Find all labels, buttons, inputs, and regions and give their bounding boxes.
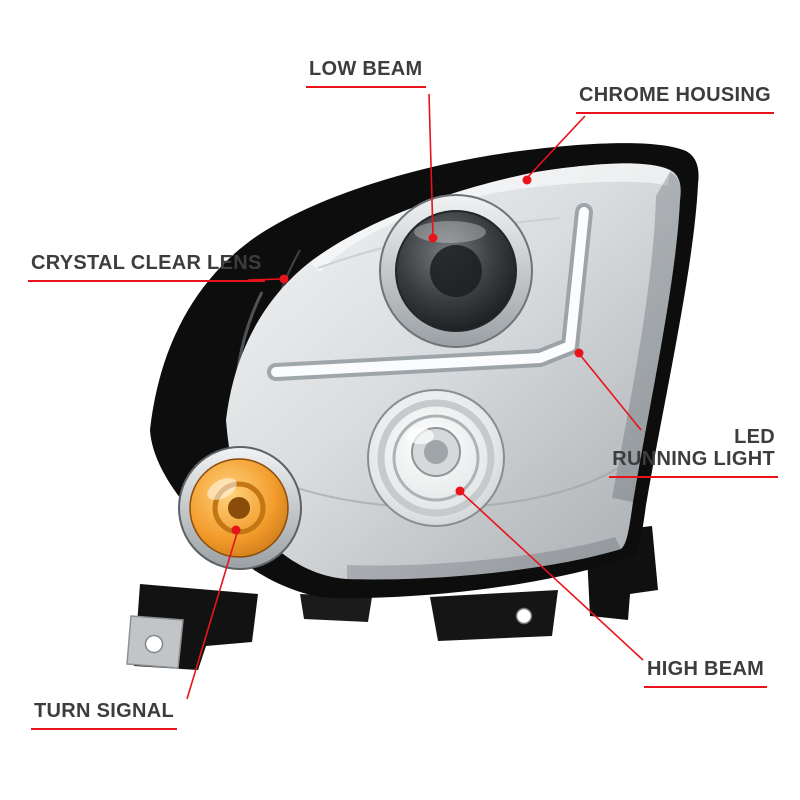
- low-beam-pointer-dot: [428, 233, 438, 243]
- callout-label-low-beam: LOW BEAM: [306, 58, 426, 88]
- housing-inner-shade-right: [612, 172, 681, 502]
- projector-highlight: [414, 221, 486, 243]
- lens-reflection-highlight: [310, 163, 670, 272]
- callout-label-line-2: RUNNING LIGHT: [612, 448, 775, 470]
- mounting-tab-bottom-left: [300, 594, 372, 622]
- callout-label-turn-signal: TURN SIGNAL: [31, 700, 177, 730]
- bracket-bolt-hole: [144, 634, 164, 654]
- turn-signal-lens: [178, 446, 302, 570]
- high-beam-pointer-line: [461, 492, 644, 661]
- mounting-bracket-bottom: [430, 590, 558, 641]
- callout-pointers: [186, 93, 644, 700]
- high-beam-pointer-dot: [455, 486, 465, 496]
- led-running-light-pointer-line: [580, 355, 642, 431]
- callout-label-high-beam: HIGH BEAM: [644, 658, 768, 688]
- high-beam-reflector: [367, 389, 505, 527]
- crystal-clear-lens-pointer-line: [247, 278, 282, 281]
- callout-label-led-running-light: LED RUNNING LIGHT: [609, 426, 778, 478]
- housing-inner-shade-bottom: [347, 537, 621, 580]
- callout-label-crystal-clear-lens: CRYSTAL CLEAR LENS: [28, 252, 265, 282]
- callout-label-chrome-housing: CHROME HOUSING: [576, 84, 774, 114]
- led-light-bar: [267, 203, 593, 381]
- low-beam-pointer-line: [428, 93, 434, 237]
- chrome-housing-pointer-line: [526, 115, 586, 179]
- chrome-housing-pointer-dot: [522, 175, 532, 185]
- turn-signal-pointer-dot: [231, 525, 241, 535]
- crystal-clear-lens-pointer-dot: [279, 274, 289, 284]
- bracket-bolt-hole: [515, 607, 533, 625]
- turn-signal-highlight: [207, 478, 237, 500]
- high-beam-highlight: [406, 428, 434, 444]
- low-beam-projector: [379, 194, 533, 348]
- callout-label-line-1: LED: [734, 426, 775, 448]
- turn-signal-pointer-line: [186, 532, 238, 700]
- led-running-light-pointer-dot: [574, 348, 584, 358]
